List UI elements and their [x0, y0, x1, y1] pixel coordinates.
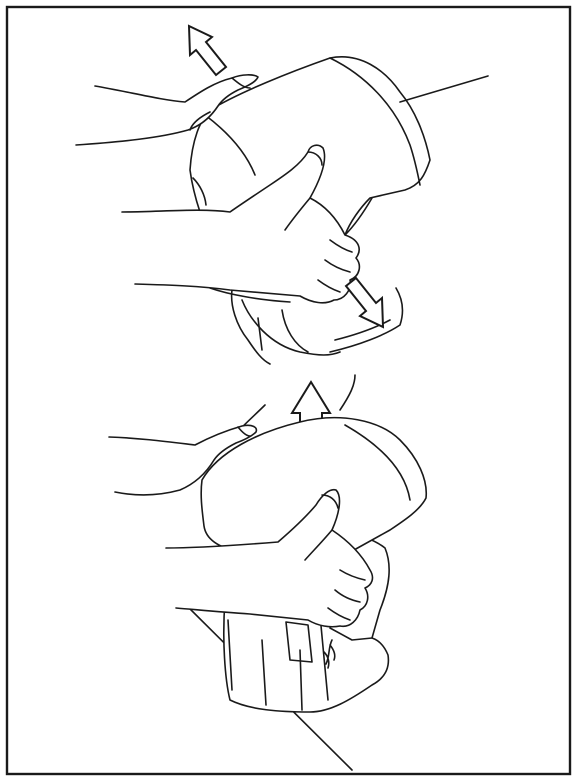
bottom-panel [109, 375, 426, 770]
top-panel [76, 26, 488, 364]
top-cable [400, 76, 488, 102]
arrow-up-left-icon [189, 26, 226, 75]
arrow-down-right-icon [346, 278, 383, 327]
